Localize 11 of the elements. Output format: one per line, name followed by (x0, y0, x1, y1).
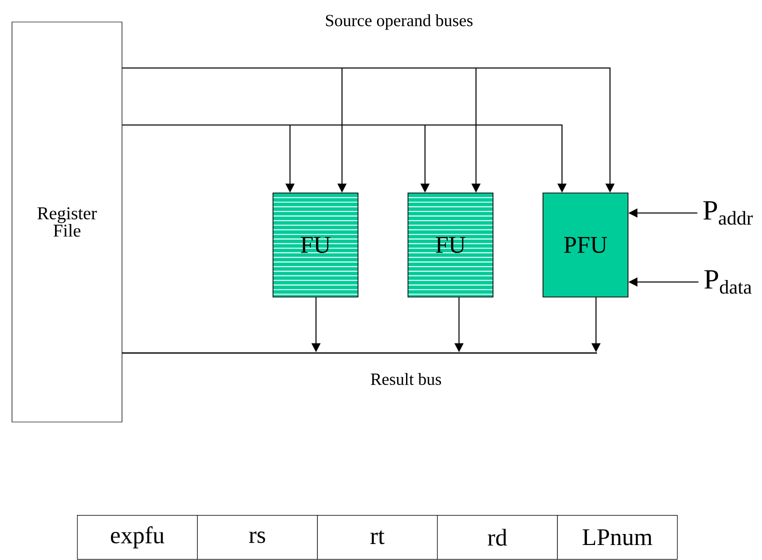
table-cell: LPnum (557, 515, 678, 560)
bus-label: Result bus (370, 373, 442, 385)
signal-label: P$_{data}$ (704, 270, 752, 294)
table-cell: expfu (77, 515, 198, 560)
table-cell: rd (437, 515, 558, 560)
functional-unit-box: PFU (542, 192, 628, 298)
table-cell: rs (197, 515, 318, 560)
table-cell: rt (317, 515, 438, 560)
bus-label: Source operand buses (326, 14, 473, 30)
signal-label: P$_{addr}$ (703, 201, 753, 225)
register-file-box: Register File (12, 22, 122, 422)
